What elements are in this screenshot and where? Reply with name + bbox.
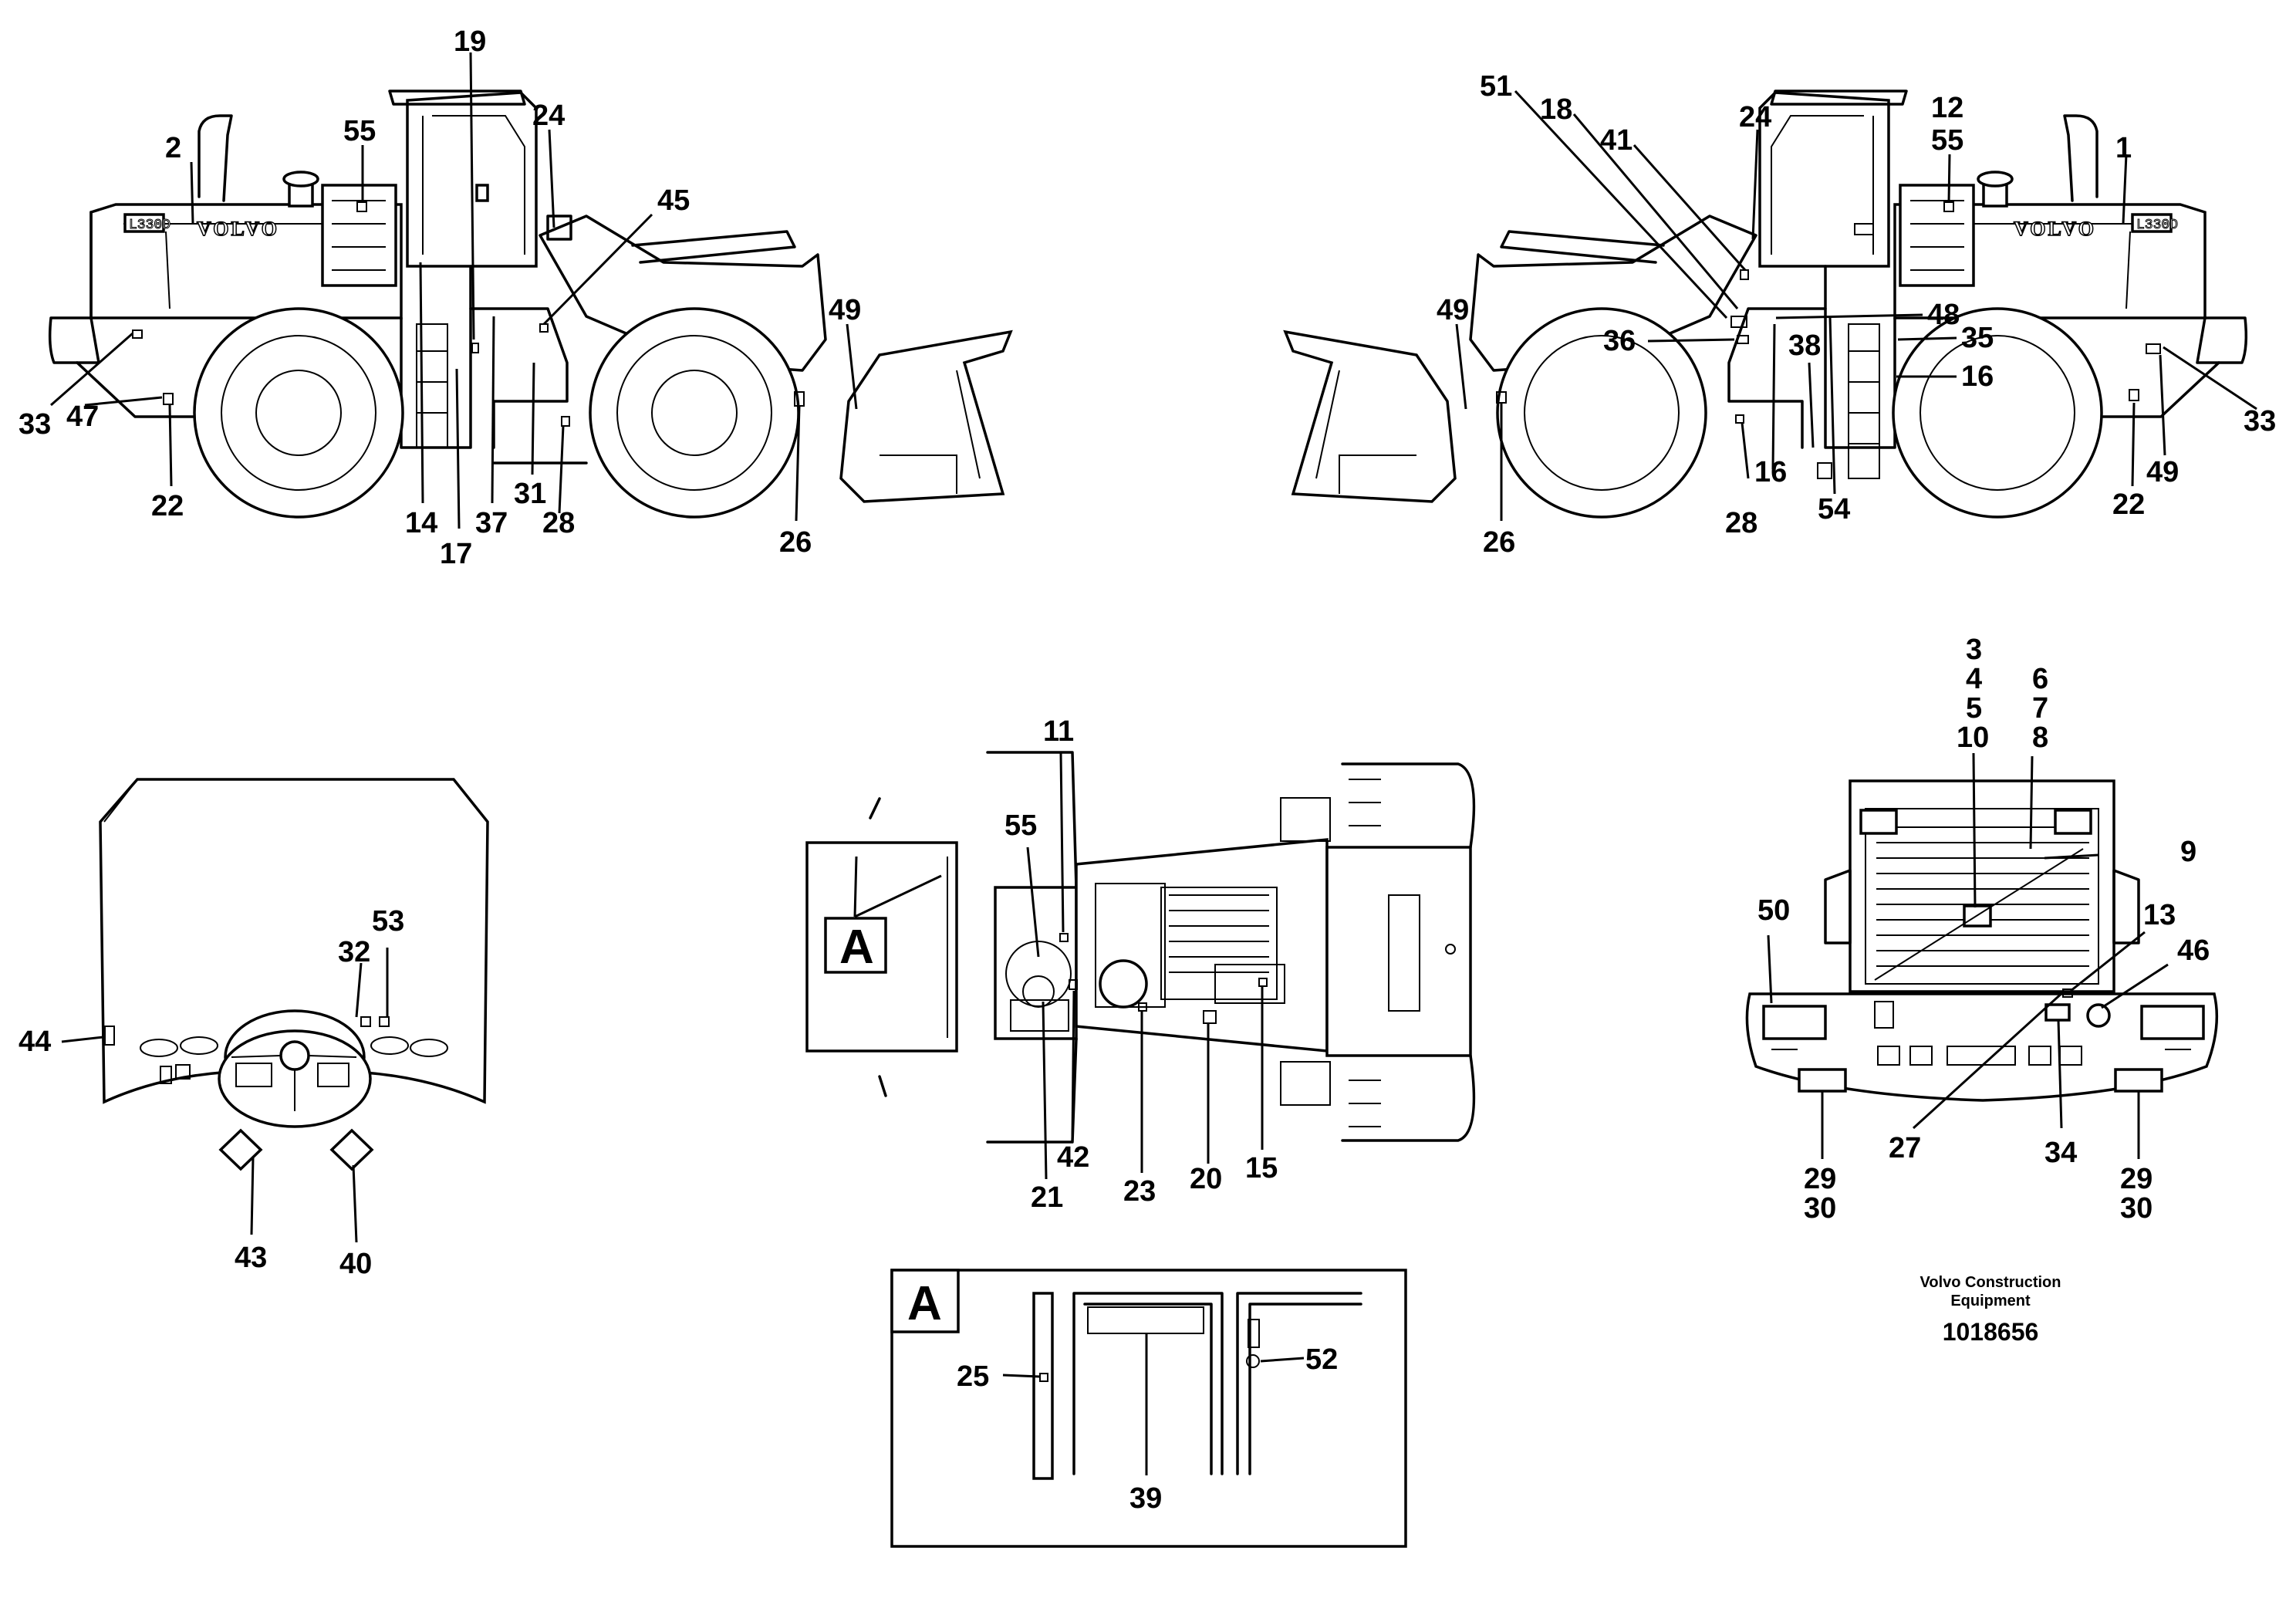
callout-9: 9 bbox=[2180, 836, 2196, 868]
callout-2: 2 bbox=[165, 132, 181, 164]
callout-49-right: 49 bbox=[1437, 294, 1469, 326]
callout-33: 33 bbox=[19, 408, 51, 441]
model-plate-right: L330D bbox=[2136, 218, 2178, 233]
callout-30-right: 30 bbox=[2120, 1192, 2152, 1225]
callout-37: 37 bbox=[475, 507, 508, 539]
callout-45: 45 bbox=[657, 184, 690, 217]
callout-26-right: 26 bbox=[1483, 526, 1515, 559]
callout-44: 44 bbox=[19, 1026, 51, 1058]
callout-16-b: 16 bbox=[1754, 456, 1787, 488]
callout-35: 35 bbox=[1961, 322, 1994, 354]
callout-1: 1 bbox=[2115, 132, 2132, 164]
callout-48: 48 bbox=[1927, 299, 1960, 331]
callout-40: 40 bbox=[339, 1248, 372, 1280]
callout-24: 24 bbox=[532, 100, 565, 132]
callout-51: 51 bbox=[1480, 70, 1512, 103]
callout-28-right: 28 bbox=[1725, 507, 1757, 539]
company-name: Volvo Construction Equipment bbox=[1920, 1274, 2061, 1309]
callout-4: 4 bbox=[1966, 663, 1982, 695]
callout-42: 42 bbox=[1057, 1141, 1089, 1174]
callout-5: 5 bbox=[1966, 692, 1982, 725]
callout-16-a: 16 bbox=[1961, 360, 1994, 393]
callout-7: 7 bbox=[2032, 692, 2048, 725]
callout-55: 55 bbox=[343, 115, 376, 147]
callout-53: 53 bbox=[372, 905, 404, 938]
callout-13: 13 bbox=[2143, 899, 2176, 931]
callout-23: 23 bbox=[1123, 1175, 1156, 1208]
callout-3: 3 bbox=[1966, 634, 1982, 666]
callout-29-left: 29 bbox=[1804, 1163, 1836, 1195]
callout-17: 17 bbox=[440, 538, 472, 570]
callout-55-right: 55 bbox=[1931, 124, 1963, 157]
callout-31: 31 bbox=[514, 478, 546, 510]
callout-12: 12 bbox=[1931, 92, 1963, 124]
callout-46: 46 bbox=[2177, 934, 2210, 967]
brand-logo-right: VOLVO bbox=[2014, 218, 2096, 240]
callout-24-right: 24 bbox=[1739, 101, 1771, 133]
rear-view: 3 4 5 10 6 7 8 9 50 13 46 29 30 27 34 29… bbox=[1745, 634, 2219, 1225]
callout-49-right-b: 49 bbox=[2146, 456, 2179, 488]
callout-25: 25 bbox=[957, 1360, 989, 1393]
callout-6: 6 bbox=[2032, 663, 2048, 695]
cab-dashboard-view: 53 32 44 43 40 bbox=[19, 778, 489, 1280]
callout-52: 52 bbox=[1305, 1343, 1338, 1376]
left-side-view: L330D VOLVO bbox=[19, 25, 1013, 570]
callout-18: 18 bbox=[1540, 93, 1572, 126]
callout-26: 26 bbox=[779, 526, 812, 559]
callout-30-left: 30 bbox=[1804, 1192, 1836, 1225]
callout-19: 19 bbox=[454, 25, 486, 58]
callout-34: 34 bbox=[2044, 1137, 2077, 1169]
callout-8: 8 bbox=[2032, 721, 2048, 754]
callout-32: 32 bbox=[338, 936, 370, 968]
callout-22: 22 bbox=[151, 490, 184, 522]
detail-a-title: A bbox=[907, 1277, 942, 1330]
brand-logo-left: VOLVO bbox=[197, 218, 279, 240]
callout-55-top: 55 bbox=[1004, 809, 1037, 842]
drawing-number: 1018656 bbox=[1942, 1318, 2039, 1346]
detail-a-view: A 25 52 39 bbox=[890, 1269, 1407, 1548]
detail-a-marker: A bbox=[839, 921, 874, 974]
callout-21: 21 bbox=[1031, 1181, 1063, 1214]
callout-47: 47 bbox=[66, 400, 99, 433]
callout-43: 43 bbox=[235, 1242, 267, 1274]
callout-54: 54 bbox=[1818, 493, 1850, 525]
callout-15: 15 bbox=[1245, 1152, 1278, 1184]
right-side-view: L330D VOLVO bbox=[1283, 70, 2276, 559]
callout-41: 41 bbox=[1600, 124, 1633, 157]
callout-11: 11 bbox=[1043, 715, 1074, 748]
callout-20: 20 bbox=[1190, 1163, 1222, 1195]
callout-27: 27 bbox=[1889, 1132, 1921, 1164]
callout-10: 10 bbox=[1957, 721, 1989, 754]
callout-33-right: 33 bbox=[2244, 405, 2276, 438]
model-plate-left: L330D bbox=[129, 218, 171, 233]
callout-28: 28 bbox=[542, 507, 575, 539]
callout-39: 39 bbox=[1129, 1482, 1162, 1515]
callout-49: 49 bbox=[829, 294, 861, 326]
top-view: A 11 55 21 42 23 20 15 bbox=[805, 715, 1476, 1214]
callout-14: 14 bbox=[405, 507, 437, 539]
callout-50: 50 bbox=[1757, 894, 1790, 927]
callout-22-right: 22 bbox=[2112, 488, 2145, 521]
callout-29-right: 29 bbox=[2120, 1163, 2152, 1195]
callout-38: 38 bbox=[1788, 329, 1821, 362]
callout-36: 36 bbox=[1603, 325, 1636, 357]
